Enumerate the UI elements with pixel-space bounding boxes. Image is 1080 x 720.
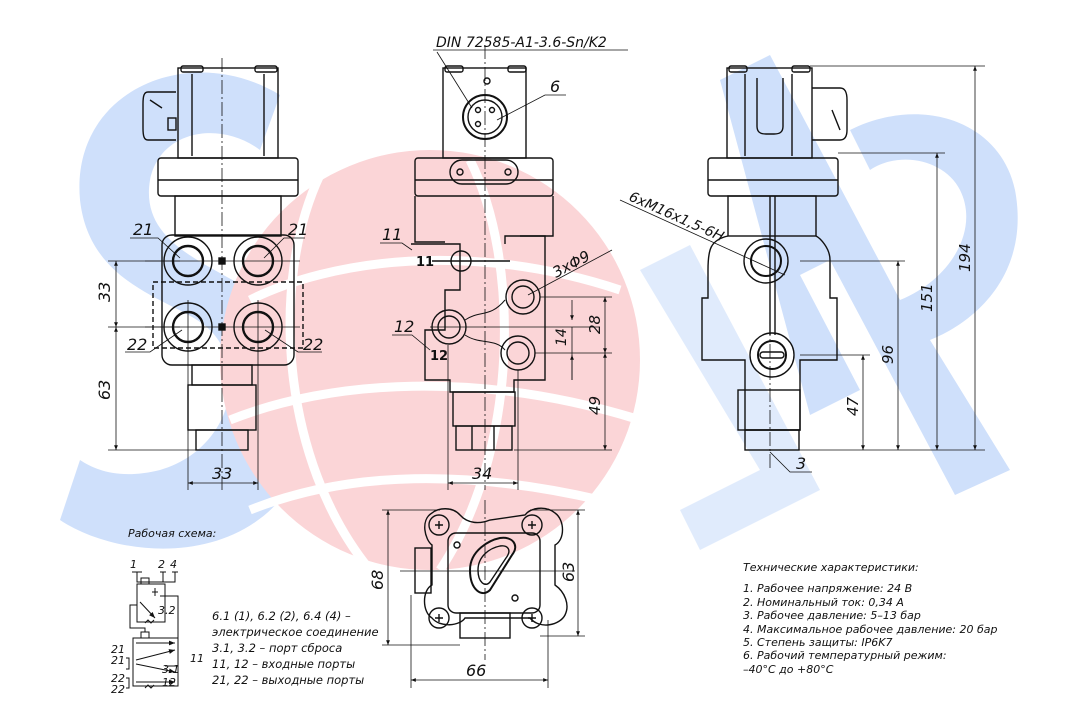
watermark-letter-l xyxy=(640,245,820,550)
dim-66: 66 xyxy=(466,661,486,680)
dim-63-bottom: 63 xyxy=(559,562,578,582)
legend-line: 11, 12 – входные порты xyxy=(212,657,356,671)
port-mark-12: 12 xyxy=(430,349,448,364)
schematic-port-3-2: 3.2 xyxy=(158,604,176,617)
callout-6: 6 xyxy=(550,77,560,96)
spec-item: 2. Номинальный ток: 0,34 А xyxy=(743,595,904,609)
legend-line: 21, 22 – выходные порты xyxy=(212,673,365,687)
legend-line: 6.1 (1), 6.2 (2), 6.4 (4) – xyxy=(212,609,351,623)
callout-21-right: 21 xyxy=(288,220,308,239)
bottom-view-labels: 68 63 66 xyxy=(368,562,578,680)
bottom-view xyxy=(382,500,585,688)
dim-34: 34 xyxy=(472,464,492,483)
dim-63: 63 xyxy=(95,380,114,400)
schematic-port-3-1: 3.1 xyxy=(162,663,180,676)
schematic-labels: 1 2 4 3.2 21 21 22 22 11 3.1 12 xyxy=(111,558,204,696)
dim-47: 47 xyxy=(844,396,862,416)
callout-22-left: 22 xyxy=(127,335,147,354)
schematic-port-12: 12 xyxy=(162,676,176,689)
watermark-letter-r xyxy=(720,55,1018,495)
callout-12: 12 xyxy=(394,317,414,336)
thread-note: 6xM16x1,5-6H xyxy=(626,189,726,245)
schematic-port-21b: 21 xyxy=(111,654,125,667)
callout-3: 3 xyxy=(796,454,806,473)
port-mark-11: 11 xyxy=(416,255,434,270)
dim-68: 68 xyxy=(368,570,387,590)
front-view-labels: 21 21 22 22 33 63 33 xyxy=(95,220,323,483)
pneumatic-schematic xyxy=(126,571,179,689)
legend-line: 3.1, 3.2 – порт сброса xyxy=(212,641,343,655)
watermark xyxy=(60,55,1018,573)
legend-line: электрическое соединение xyxy=(212,625,379,639)
dim-96: 96 xyxy=(879,345,897,364)
spec-item: 6. Рабочий температурный режим: xyxy=(743,649,947,663)
dim-49: 49 xyxy=(586,396,604,415)
schematic-port-22a: 22 xyxy=(111,672,125,685)
schematic-port-21a: 21 xyxy=(111,643,125,656)
callout-11: 11 xyxy=(382,225,402,244)
schematic-port-1: 1 xyxy=(130,558,137,571)
connector-standard-label: DIN 72585-A1-3.6-Sn/K2 xyxy=(436,35,607,51)
rear-view xyxy=(619,65,985,473)
dim-28: 28 xyxy=(586,315,604,334)
dim-151: 151 xyxy=(918,283,936,312)
callout-21-left: 21 xyxy=(133,220,153,239)
spec-item: –40°С до +80°С xyxy=(743,662,834,676)
schematic-port-4: 4 xyxy=(170,558,177,571)
schematic-port-22b: 22 xyxy=(111,683,125,696)
technical-specs: Технические характеристики: 1. Рабочее н… xyxy=(743,561,998,676)
dim-194: 194 xyxy=(956,243,974,272)
schematic-legend: 6.1 (1), 6.2 (2), 6.4 (4) – электрическо… xyxy=(212,608,379,688)
watermark-globe xyxy=(220,150,642,573)
spec-item: 4. Максимальное рабочее давление: 20 бар xyxy=(743,622,998,636)
front-view xyxy=(108,58,322,490)
dim-14: 14 xyxy=(554,328,570,346)
side-view xyxy=(380,45,628,490)
spec-item: 3. Рабочее давление: 5–13 бар xyxy=(743,609,921,623)
spec-item: 1. Рабочее напряжение: 24 В xyxy=(743,582,913,596)
spec-item: 5. Степень защиты: IP6K7 xyxy=(743,636,893,650)
callout-22-right: 22 xyxy=(303,335,323,354)
specs-title: Технические характеристики: xyxy=(743,561,919,574)
schematic-port-2: 2 xyxy=(158,558,165,571)
dim-33-vertical: 33 xyxy=(95,282,114,302)
dim-33-horizontal: 33 xyxy=(212,464,232,483)
schematic-port-11: 11 xyxy=(190,652,204,665)
schematic-title: Рабочая схема: xyxy=(128,527,217,540)
